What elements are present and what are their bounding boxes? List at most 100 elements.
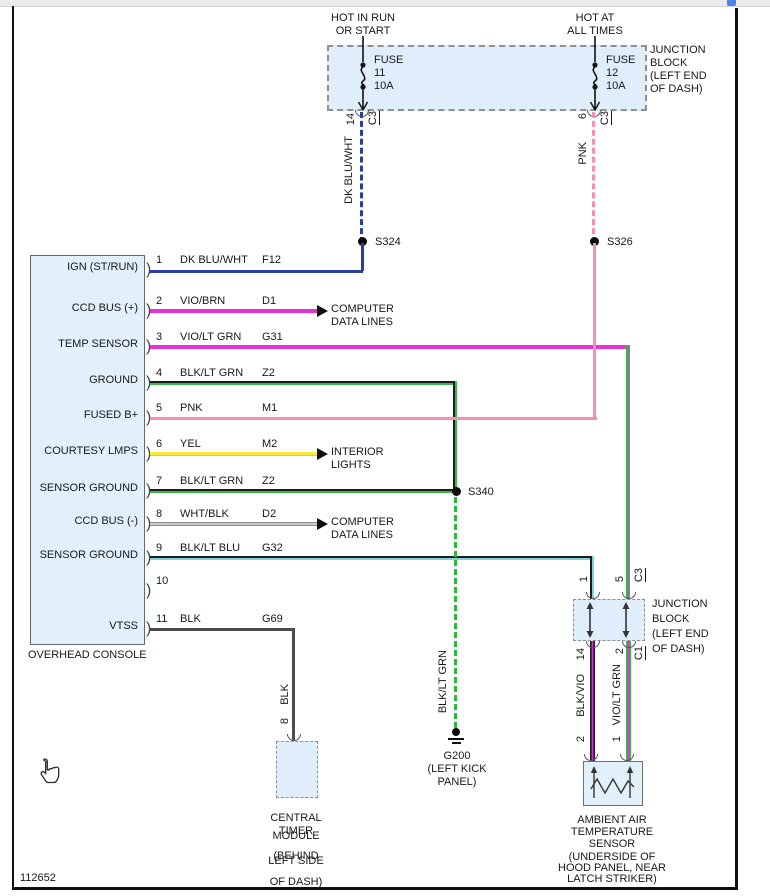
wire-sensor-ground-2-v: [590, 556, 594, 599]
pin-number: 14: [345, 113, 357, 126]
junction-block-label: (LEFT END: [652, 628, 709, 640]
console-pin-function: CCD BUS (-): [74, 515, 138, 527]
console-pin-function: COURTESY LMPS: [44, 445, 138, 457]
pin-number: 5: [156, 402, 163, 414]
ground-location: (LEFT KICK: [427, 763, 487, 775]
pin-number: 10: [156, 575, 169, 587]
fuse-rating: 10A: [374, 80, 394, 92]
wire-ign-v: [361, 243, 364, 271]
circuit-code: D1: [262, 295, 277, 307]
wire-ign-h: [150, 270, 363, 273]
connector-arc: [622, 592, 636, 599]
connector-id: C3: [599, 111, 611, 126]
circuit-code: Z2: [262, 475, 275, 487]
wire-fused-b-v: [593, 243, 596, 418]
junction-block-label: OF DASH): [652, 643, 705, 655]
overhead-console-label: OVERHEAD CONSOLE: [28, 649, 147, 661]
wire-courtesy: [150, 452, 317, 456]
ctm-label: LEFT SIDE: [268, 855, 324, 867]
console-pin-function: CCD BUS (+): [71, 302, 138, 314]
pin-arc: ): [146, 409, 152, 426]
wire-name: BLK/VIO: [575, 674, 587, 717]
pin-arc: ): [146, 549, 152, 566]
pin-number: 6: [156, 438, 163, 450]
pin-arc: ): [146, 302, 152, 319]
pin-number: 6: [577, 113, 589, 120]
pin-number: 2: [614, 648, 626, 655]
ctm-label: (BEHIND: [273, 850, 319, 862]
destination-note: INTERIOR: [331, 446, 384, 458]
circuit-code: G31: [262, 331, 283, 343]
splice-dot: [452, 487, 461, 496]
circuit-code: M1: [262, 402, 278, 414]
hand-cursor-icon: [40, 758, 60, 784]
destination-note: LIGHTS: [331, 459, 371, 471]
wire-temp-sensor-v: [626, 345, 630, 599]
connector-arc: [584, 754, 598, 761]
sensor-label: SENSOR: [588, 838, 636, 850]
connector-id: C1: [633, 646, 645, 661]
page-border-bottom: [12, 887, 738, 890]
wire-name: VIO/LT GRN: [180, 331, 242, 343]
double-arrow-icon: [586, 602, 594, 638]
wire-name: WHT/BLK: [180, 508, 229, 520]
circuit-code: D2: [262, 508, 277, 520]
thermistor-icon: [590, 766, 635, 798]
central-timer-module-box: [276, 741, 318, 798]
pin-number: 3: [156, 331, 163, 343]
console-pin-function: VTSS: [109, 620, 138, 632]
pin-number: 7: [156, 475, 163, 487]
console-pin-function: FUSED B+: [83, 409, 138, 421]
wire-dk-blu-wht-dashed: [360, 112, 363, 243]
overhead-console-box: [30, 255, 145, 645]
ground-location: PANEL): [437, 776, 477, 788]
junction-block-label: BLOCK: [650, 57, 688, 69]
pin-arc: ): [146, 374, 152, 391]
destination-note: COMPUTER: [331, 303, 394, 315]
wire-name: PNK: [577, 142, 589, 165]
splice-label: S324: [375, 236, 401, 248]
wire-name: BLK/LT GRN: [180, 475, 244, 487]
pin-number: 14: [575, 648, 587, 661]
pin-arc: ): [146, 482, 152, 499]
junction-block-lower-box: [573, 599, 645, 641]
wire-vtss-h: [150, 628, 295, 631]
wire-name: DK BLU/WHT: [343, 136, 355, 204]
junction-block-label: JUNCTION: [652, 598, 708, 610]
pin-arc: ): [146, 515, 152, 532]
junction-block-label: OF DASH): [650, 83, 703, 95]
sensor-label: LATCH STRIKER): [567, 873, 657, 885]
wire-ground-h: [150, 381, 457, 385]
ctm-label: MODULE: [272, 830, 320, 842]
console-pin-function: SENSOR GROUND: [39, 482, 138, 494]
diagram-number: 112652: [20, 872, 56, 884]
wire-name: DK BLU/WHT: [180, 254, 248, 266]
sensor-label: HOOD PANEL, NEAR: [558, 862, 666, 874]
scrollbar-fragment[interactable]: [727, 0, 736, 6]
sensor-label: (UNDERSIDE OF: [568, 851, 656, 863]
splice-dot: [590, 237, 599, 246]
fuse-icon: [589, 36, 601, 111]
destination-note: COMPUTER: [331, 516, 394, 528]
splice-dot: [358, 237, 367, 246]
pin-number: 8: [156, 508, 163, 520]
pin-arc: ): [146, 261, 152, 278]
connector-arc: [620, 754, 634, 761]
wire-temp-sensor-h: [150, 345, 630, 349]
destination-note: DATA LINES: [331, 316, 393, 328]
wire-ground-v: [453, 381, 457, 492]
page-border-right: [735, 8, 738, 890]
ground-icon: [448, 738, 464, 740]
ctm-label: OF DASH): [269, 876, 323, 888]
sensor-label: AMBIENT AIR: [577, 814, 647, 826]
pin-number: 4: [156, 367, 163, 379]
wire-name: BLK: [279, 684, 291, 705]
console-pin-function: SENSOR GROUND: [39, 549, 138, 561]
pin-number: 2: [575, 736, 587, 743]
double-arrow-icon: [622, 602, 630, 638]
wire-sensor-ground-1: [150, 489, 453, 493]
wire-ccd-minus: [150, 522, 317, 526]
page-border-left: [12, 6, 14, 890]
destination-note: DATA LINES: [331, 529, 393, 541]
